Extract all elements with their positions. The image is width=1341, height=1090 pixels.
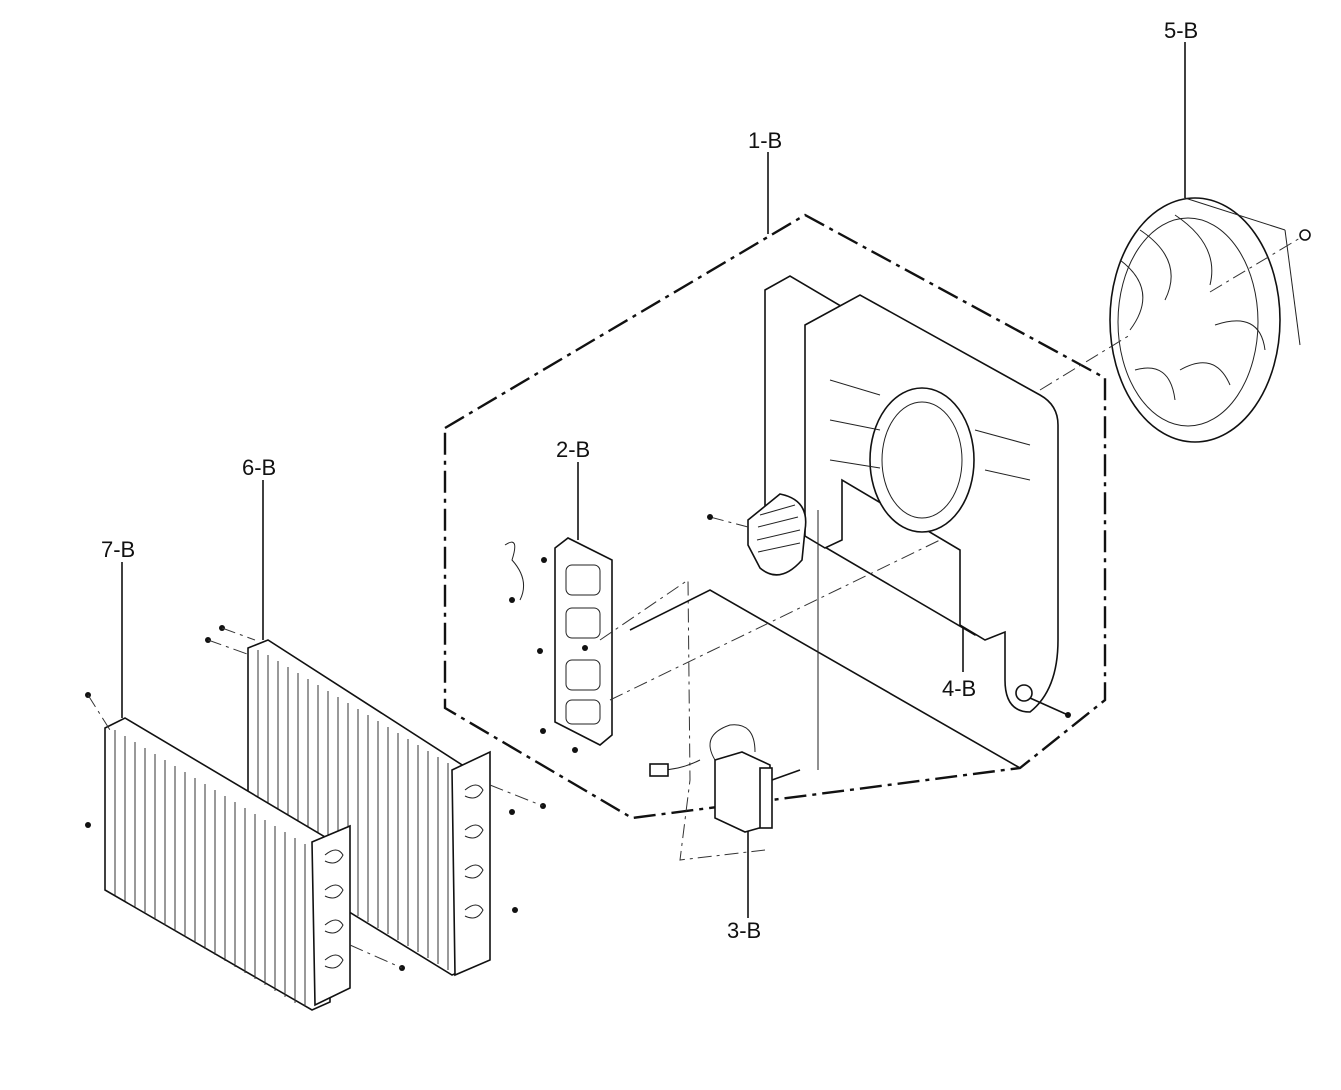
motor-3b	[649, 724, 801, 833]
label-5b: 5-B	[1164, 18, 1198, 43]
motor-wire-routing	[599, 510, 1021, 861]
grille-piece	[707, 493, 807, 576]
label-2b: 2-B	[556, 437, 590, 462]
label-4b: 4-B	[942, 676, 976, 701]
fan-housing-4b	[764, 275, 1071, 718]
label-3b: 3-B	[727, 918, 761, 943]
label-7b: 7-B	[101, 537, 135, 562]
coil-7b	[85, 692, 405, 1011]
assembly-boundary-1b	[443, 213, 1107, 820]
label-1b: 1-B	[748, 128, 782, 153]
bracket-2b	[504, 537, 613, 753]
blower-wheel-5b	[1039, 197, 1311, 443]
label-6b: 6-B	[242, 455, 276, 480]
coil-6b	[205, 625, 546, 977]
leader-lines	[121, 42, 1186, 918]
part-labels: 1-B 2-B 3-B 4-B 5-B 6-B 7-B	[101, 18, 1198, 943]
